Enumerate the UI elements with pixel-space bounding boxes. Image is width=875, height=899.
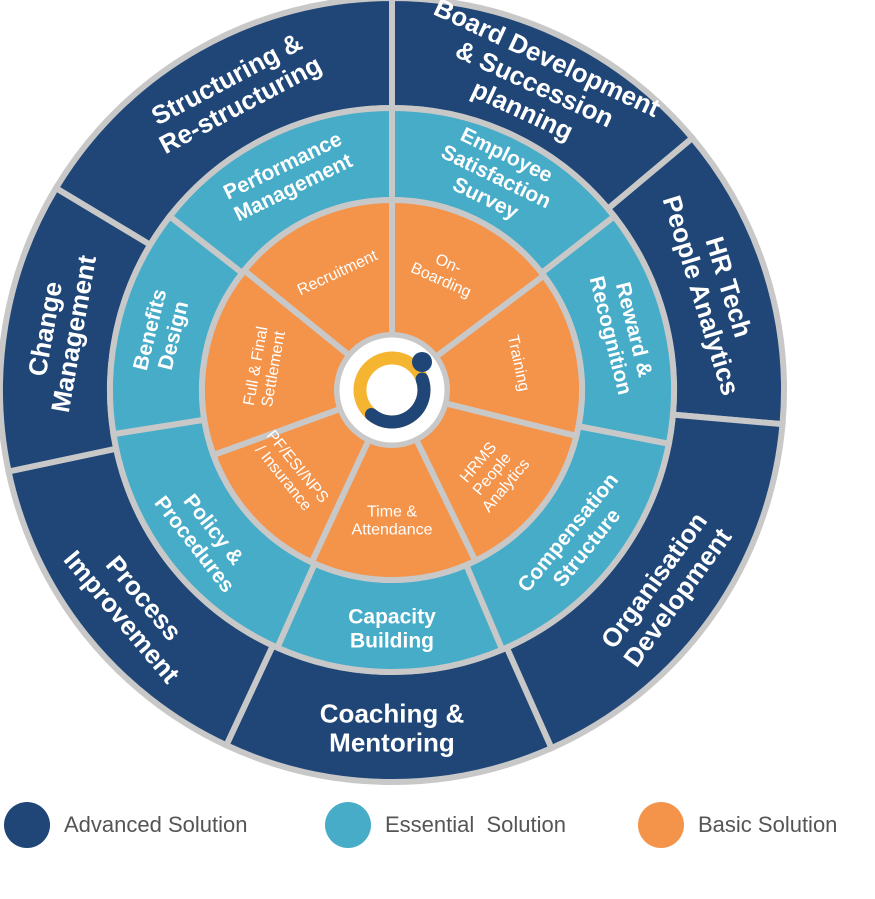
label-coaching-mentoring: Coaching &Mentoring — [320, 699, 464, 758]
legend-label-essential: Essential Solution — [385, 812, 566, 837]
logo-icon — [353, 351, 432, 429]
solutions-wheel: Board Development& SuccessionplanningHR … — [0, 0, 787, 785]
legend-label-basic: Basic Solution — [698, 812, 838, 837]
legend-label-advanced: Advanced Solution — [64, 812, 248, 837]
label-time-attendance: Time &Attendance — [352, 504, 433, 539]
legend-item-essential: Essential Solution — [325, 800, 566, 850]
legend-dot-essential — [325, 802, 371, 848]
legend-item-advanced: Advanced Solution — [4, 800, 247, 850]
legend-item-basic: Basic Solution — [638, 800, 837, 850]
legend: Advanced Solution Essential Solution Bas… — [0, 800, 875, 850]
legend-dot-basic — [638, 802, 684, 848]
label-line: Time & — [367, 504, 417, 521]
label-line: Mentoring — [329, 728, 455, 758]
label-line: Coaching & — [320, 699, 464, 729]
label-line: Building — [350, 629, 434, 652]
label-line: Capacity — [348, 605, 436, 628]
label-line: Attendance — [352, 522, 433, 539]
legend-dot-advanced — [4, 802, 50, 848]
